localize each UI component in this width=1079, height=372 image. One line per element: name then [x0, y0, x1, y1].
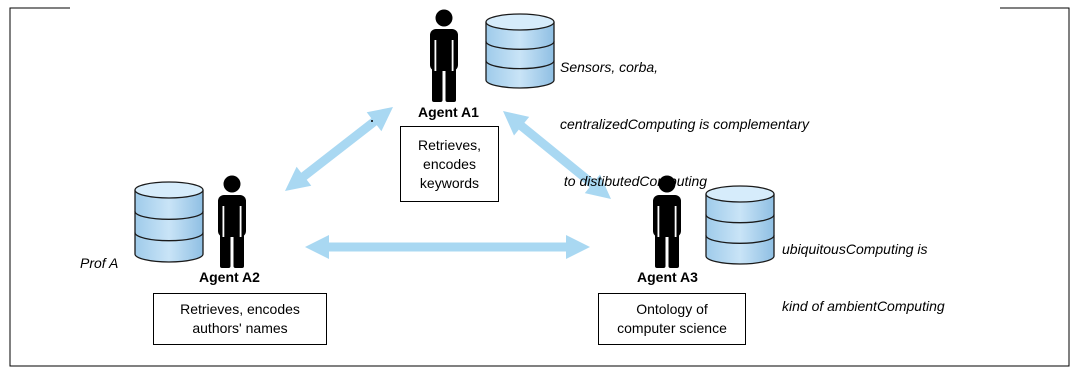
databases-layer — [134, 13, 775, 265]
person-icon — [430, 9, 458, 102]
agent-a2-db-note: Prof A — [80, 216, 118, 292]
agent-a1-task-line: keywords — [419, 174, 480, 191]
database-icon — [705, 185, 775, 265]
agent-a1-db-note: Sensors, corba, centralizedComputing is … — [560, 20, 809, 210]
person-icon — [653, 175, 681, 268]
database-icon — [485, 13, 555, 89]
agent-a1-task-line: encodes — [423, 155, 476, 172]
agent-a2-task-line: Retrieves, encodes — [180, 301, 300, 317]
db-note-line: to distibutedComputing — [560, 173, 708, 189]
double-arrow-icon — [503, 111, 611, 199]
db-note-line: Prof A — [80, 255, 119, 271]
db-note-line: centralizedComputing is complementary — [560, 116, 809, 132]
dot-mark — [371, 120, 373, 122]
connection-arrows — [285, 107, 611, 259]
agent-a1-task-box: Retrieves, encodes keywords — [400, 126, 499, 202]
db-note-line: Sensors, corba, — [560, 59, 659, 75]
person-icon — [218, 175, 246, 268]
agent-a2-task-box: Retrieves, encodes authors' names — [153, 293, 327, 345]
agents-layer — [218, 9, 681, 268]
agent-a1-label: Agent A1 — [418, 104, 479, 120]
agent-a2-label: Agent A2 — [199, 269, 260, 285]
agent-a1-task-line: Retrieves, — [417, 136, 482, 153]
double-arrow-icon — [285, 107, 393, 191]
frame-border — [9, 7, 1070, 367]
db-note-line: kind of ambientComputing — [782, 298, 945, 314]
agent-a3-task-line: computer science — [617, 320, 727, 336]
agent-a3-db-note: ubiquitousComputing is kind of ambientCo… — [782, 202, 945, 335]
database-icon — [134, 181, 204, 263]
double-arrow-icon — [305, 235, 590, 259]
agent-a3-label: Agent A3 — [637, 269, 698, 285]
agent-a2-task-line: authors' names — [192, 320, 288, 336]
agent-a3-task-box: Ontology of computer science — [598, 293, 746, 345]
db-note-line: ubiquitousComputing is — [782, 241, 928, 257]
agent-a3-task-line: Ontology of — [636, 301, 708, 317]
